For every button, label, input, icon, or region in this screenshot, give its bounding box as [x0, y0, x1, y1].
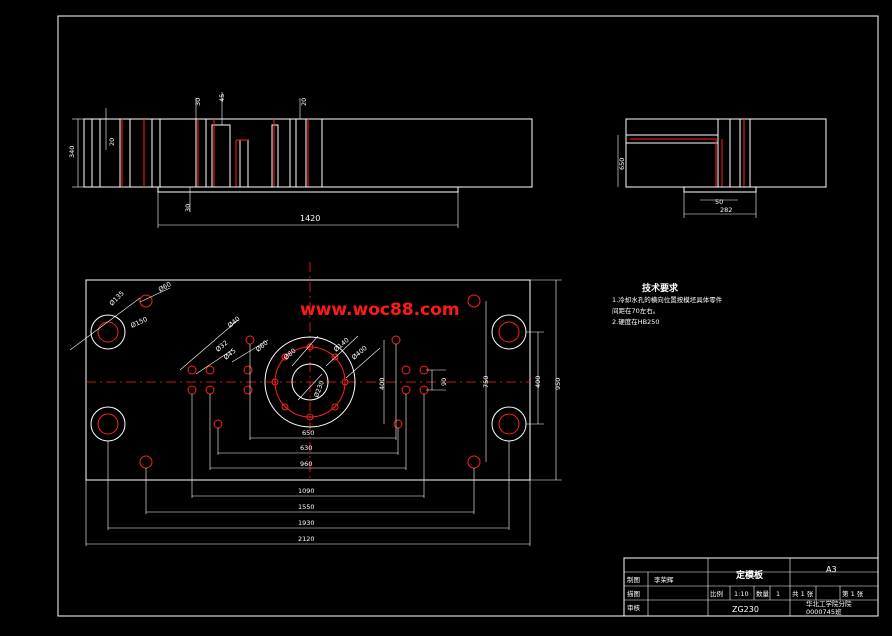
dim-650: 650 — [302, 429, 314, 437]
school: 华北工学院分院 — [806, 599, 852, 608]
dim-1550: 1550 — [298, 503, 315, 511]
dia-80-label: Ø80 — [282, 347, 297, 362]
dim-height-340: 340 — [68, 146, 76, 158]
label-scale: 比例 — [710, 589, 723, 598]
dia-40-label: Ø40 — [226, 315, 241, 330]
dia-400-label: Ø400 — [350, 344, 369, 361]
dim-1090: 1090 — [298, 487, 315, 495]
dim-2120: 2120 — [298, 535, 315, 543]
dim-50: 50 — [715, 198, 723, 206]
notes-title: 技术要求 — [642, 282, 679, 294]
drawing-border — [57, 15, 879, 617]
dim-width-1420: 1420 — [300, 214, 320, 223]
dim-960: 960 — [300, 460, 312, 468]
side-section-view: 650 50 282 — [617, 118, 827, 218]
notes-line-3: 2.硬度在HB250 — [612, 317, 659, 326]
notes-line-1: 1.冷却水孔的横向位置按模坯具体零件 — [612, 295, 723, 304]
dim-630: 630 — [300, 444, 312, 452]
drawn-by: 李荣辉 — [654, 575, 674, 584]
dim-950: 950 — [554, 378, 562, 390]
dim-20-b: 20 — [300, 98, 308, 106]
sheet-number: 第 1 张 — [842, 589, 864, 598]
dia-150-label: Ø150 — [129, 315, 148, 330]
dim-height-650: 650 — [618, 158, 626, 170]
notes-line-2: 间距在70左右。 — [612, 306, 659, 315]
dia-140-label: Ø140 — [332, 336, 351, 353]
dia-135-label: Ø135 — [108, 289, 126, 307]
dia-60-a-label: Ø60 — [157, 280, 173, 294]
scale: 1:10 — [734, 590, 749, 598]
top-section-view: 340 20 30 45 20 30 1420 — [68, 92, 533, 228]
label-design: 描图 — [627, 589, 640, 598]
title-block: 定模板 A3 制图 李荣辉 描图 审核 比例 1:10 数量 1 共 1 张 第… — [623, 557, 879, 617]
label-review: 审核 — [627, 603, 641, 612]
dim-750: 750 — [482, 376, 490, 388]
paper-size: A3 — [826, 565, 837, 574]
dim-45: 45 — [218, 94, 226, 102]
dim-30-bottom: 30 — [184, 204, 192, 212]
sheets-total: 共 1 张 — [792, 589, 814, 598]
dim-282: 282 — [720, 206, 732, 214]
label-drawn: 制图 — [627, 575, 640, 584]
part-name: 定模板 — [735, 569, 764, 581]
watermark: www.woc88.com — [300, 300, 460, 320]
class-code: 0000745班 — [806, 607, 842, 616]
material: ZG230 — [732, 605, 759, 614]
qty: 1 — [776, 590, 780, 598]
dim-20-left: 20 — [108, 138, 116, 146]
dim-1930: 1930 — [298, 519, 315, 527]
dim-400-a: 400 — [378, 378, 386, 390]
dim-30-a: 30 — [194, 98, 202, 106]
dia-60-b-label: Ø60 — [254, 339, 269, 354]
technical-notes: 技术要求 1.冷却水孔的横向位置按模坯具体零件 间距在70左右。 2.硬度在HB… — [612, 282, 723, 326]
label-qty: 数量 — [756, 589, 770, 598]
dim-400-b: 400 — [534, 376, 542, 388]
dim-90: 90 — [440, 378, 448, 386]
